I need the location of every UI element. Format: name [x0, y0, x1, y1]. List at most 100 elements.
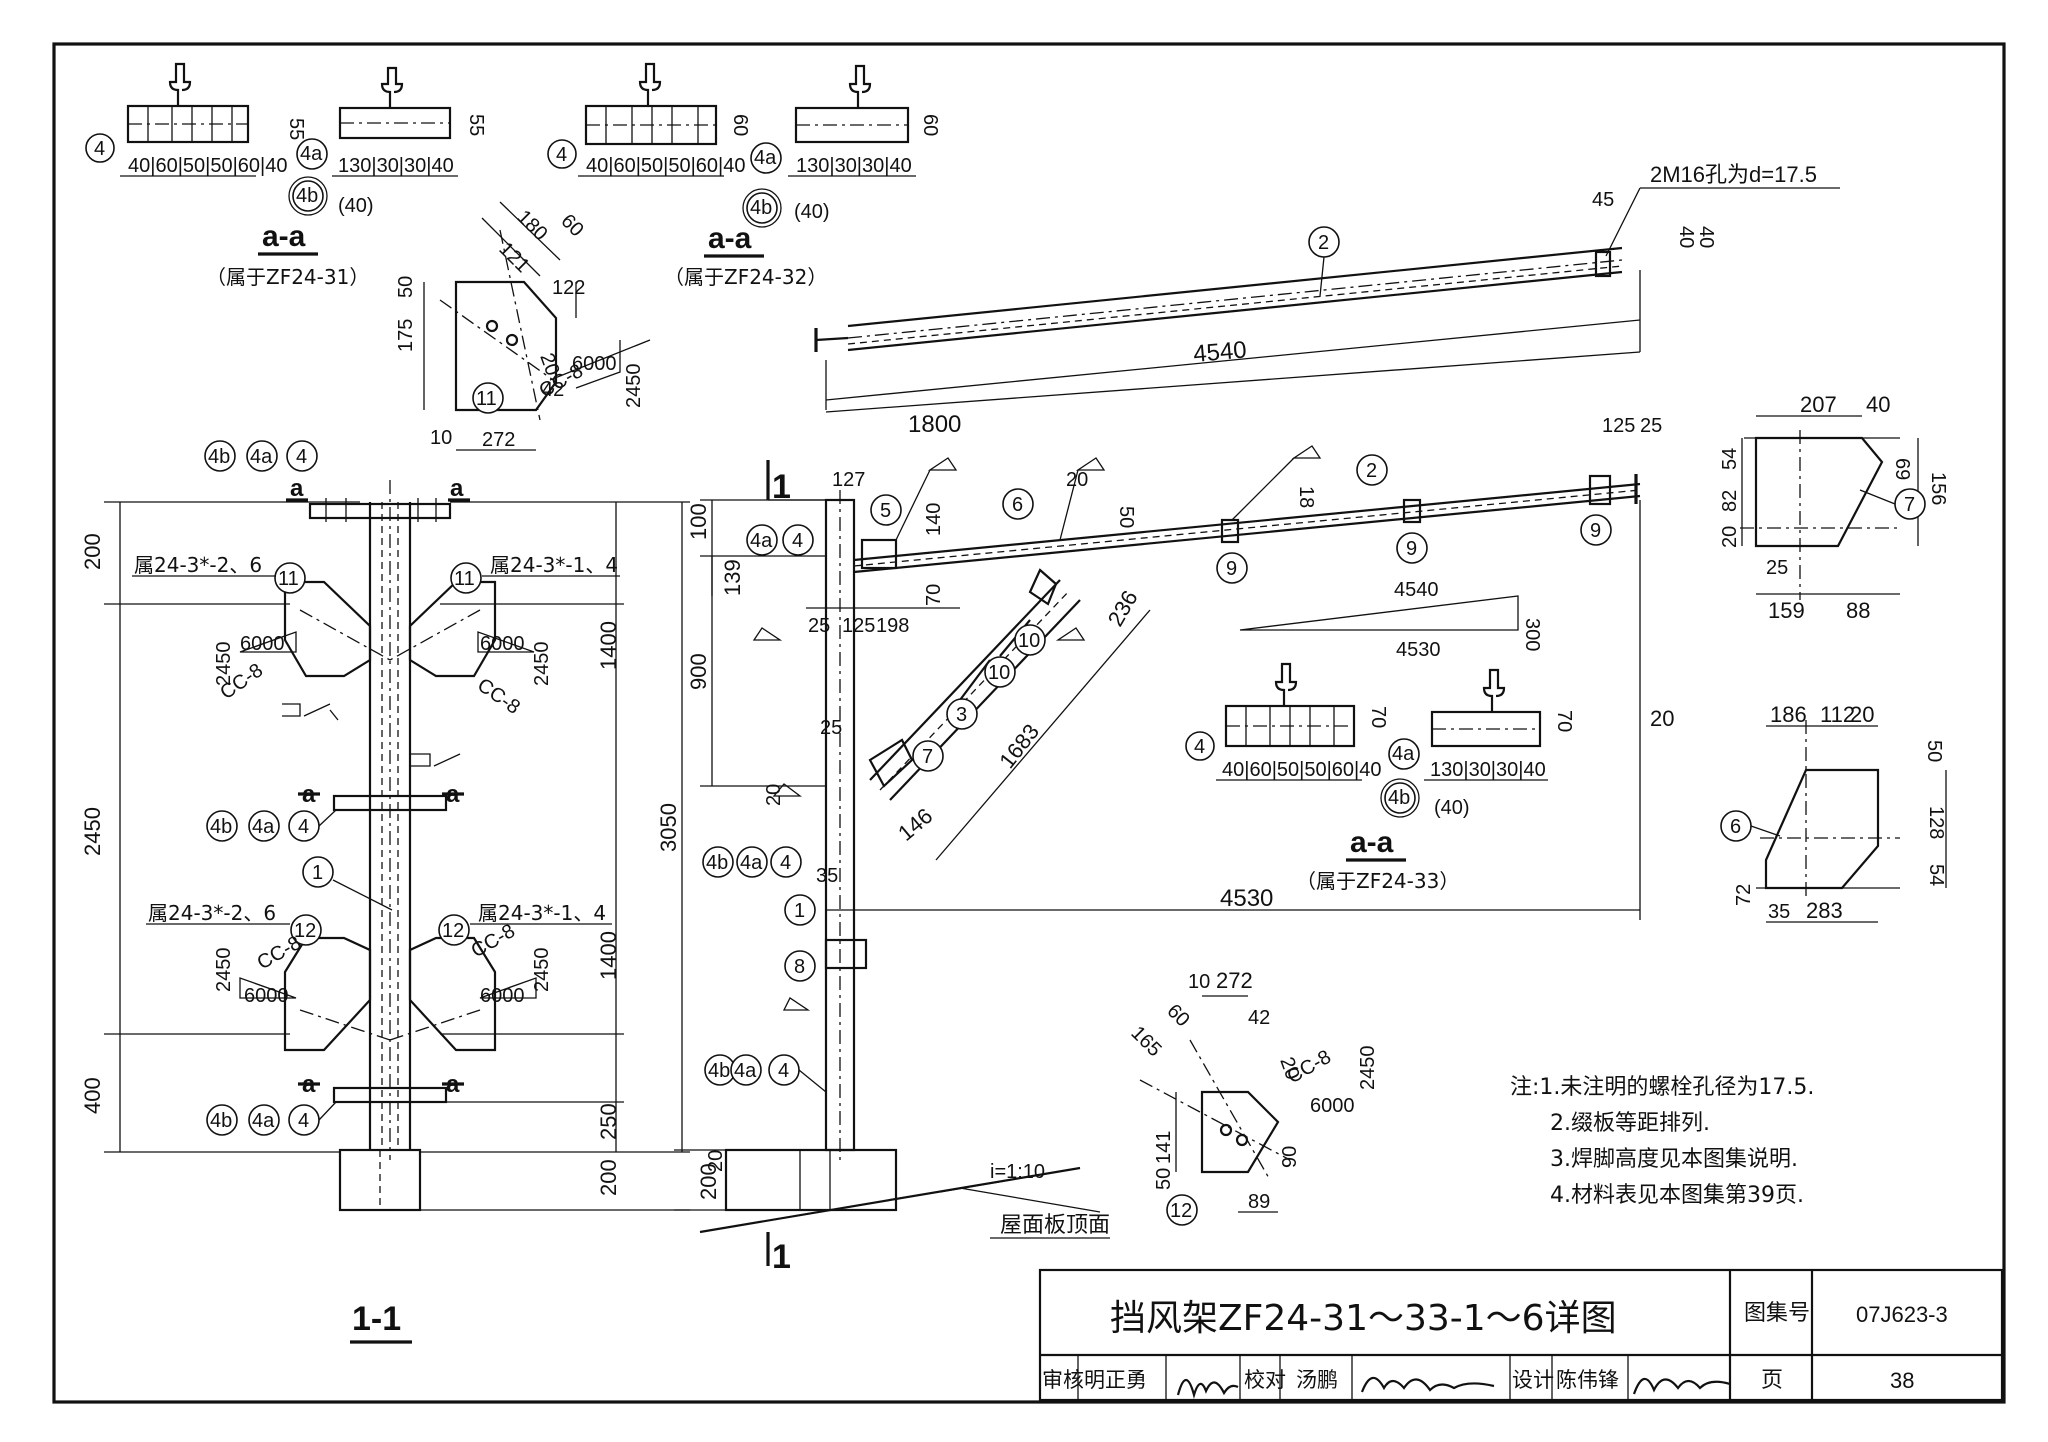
- svg-text:4b: 4b: [208, 446, 230, 468]
- svg-text:4a: 4a: [1392, 743, 1415, 765]
- svg-text:2450: 2450: [623, 364, 645, 409]
- svg-text:125: 125: [1602, 415, 1635, 437]
- plate-6-detail: 186 112 20 50 128 54 72 35 283 6: [1720, 702, 1947, 923]
- svg-text:283: 283: [1806, 898, 1843, 923]
- section-aa-zf24-31: 40|60|50|50|60|40 55 4 130|30|30|40 55 4…: [85, 62, 487, 289]
- svg-text:9: 9: [1590, 520, 1601, 542]
- svg-text:60: 60: [919, 114, 941, 136]
- note-3: 3.焊脚高度见本图集说明.: [1550, 1147, 1798, 1172]
- svg-text:1: 1: [772, 1238, 791, 1276]
- svg-text:属24-3*-1、4: 属24-3*-1、4: [490, 553, 618, 577]
- rafter-detail: 4540 2 45 2M16孔为d=17.5 40 40: [814, 162, 1840, 410]
- svg-text:140: 140: [923, 503, 945, 536]
- svg-text:a: a: [290, 475, 304, 502]
- svg-text:200: 200: [696, 1163, 721, 1200]
- svg-text:4b: 4b: [708, 1060, 730, 1082]
- svg-text:54: 54: [1719, 448, 1741, 470]
- plate-11-detail: 180 60 121 122 175 50 20 6000 CC-8 2450 …: [395, 201, 651, 451]
- svg-text:4: 4: [296, 446, 307, 468]
- svg-text:70: 70: [923, 584, 945, 606]
- review-name: 明正勇: [1084, 1368, 1147, 1392]
- svg-text:250: 250: [596, 1103, 621, 1140]
- svg-text:11: 11: [476, 388, 497, 410]
- svg-text:CC-8: CC-8: [473, 674, 524, 719]
- note-4: 4.材料表见本图集第39页.: [1550, 1183, 1804, 1208]
- plate-12-detail: 10 272 42 165 60 20 CC-8 6000 2450 141 5…: [1126, 968, 1379, 1226]
- svg-text:(40): (40): [1434, 797, 1470, 819]
- svg-text:4b: 4b: [1388, 787, 1410, 809]
- svg-text:175: 175: [395, 319, 417, 352]
- notes: 注:1.未注明的螺栓孔径为17.5. 2.缀板等距排列. 3.焊脚高度见本图集说…: [1510, 1075, 1814, 1208]
- svg-text:10: 10: [430, 427, 452, 449]
- svg-text:4a: 4a: [740, 852, 763, 874]
- svg-text:9: 9: [1406, 538, 1417, 560]
- svg-text:4b: 4b: [296, 185, 318, 207]
- svg-text:属24-3*-1、4: 属24-3*-1、4: [478, 901, 606, 925]
- svg-text:20: 20: [705, 1150, 727, 1172]
- svg-text:25: 25: [1766, 557, 1788, 579]
- design-label: 设计: [1512, 1368, 1554, 1392]
- svg-text:CC-8: CC-8: [1284, 1046, 1335, 1088]
- svg-text:2M16孔为d=17.5: 2M16孔为d=17.5: [1650, 162, 1817, 187]
- svg-text:属24-3*-2、6: 属24-3*-2、6: [148, 901, 276, 925]
- svg-text:50: 50: [1115, 506, 1137, 528]
- svg-text:4530: 4530: [1220, 885, 1273, 912]
- svg-text:20: 20: [1850, 702, 1874, 727]
- svg-text:165: 165: [1126, 1022, 1165, 1061]
- svg-text:4: 4: [792, 530, 803, 552]
- svg-text:200: 200: [596, 1159, 621, 1196]
- svg-text:4a: 4a: [250, 446, 273, 468]
- svg-text:35: 35: [816, 865, 838, 887]
- svg-text:4a: 4a: [754, 147, 777, 169]
- svg-text:40|60|50|50|60|40: 40|60|50|50|60|40: [586, 155, 745, 177]
- svg-text:207: 207: [1800, 392, 1837, 417]
- svg-text:20: 20: [1066, 469, 1088, 491]
- svg-text:2: 2: [1366, 460, 1377, 482]
- svg-text:156: 156: [1927, 472, 1949, 505]
- svg-text:4a: 4a: [252, 1110, 275, 1132]
- svg-text:35: 35: [1768, 901, 1790, 923]
- svg-text:69: 69: [1891, 458, 1913, 480]
- svg-text:2450: 2450: [531, 642, 553, 687]
- svg-text:11: 11: [278, 568, 299, 590]
- svg-text:50: 50: [1153, 1168, 1175, 1190]
- svg-text:272: 272: [482, 429, 515, 451]
- svg-text:属24-3*-2、6: 属24-3*-2、6: [134, 553, 262, 577]
- sheet-title: 挡风架ZF24-31～33-1～6详图: [1110, 1298, 1617, 1339]
- svg-text:6000: 6000: [480, 633, 525, 655]
- section-aa-zf24-33: 40|60|50|50|60|40 70 4 130|30|30|40 70 4…: [1185, 662, 1575, 893]
- svg-text:1: 1: [772, 468, 791, 506]
- section-aa-caption: （属于ZF24-31）: [206, 265, 369, 289]
- svg-text:2: 2: [1318, 232, 1329, 254]
- svg-text:1683: 1683: [994, 719, 1044, 773]
- title-block: 挡风架ZF24-31～33-1～6详图 图集号 07J623-3 页 38 审核…: [1038, 1268, 2004, 1402]
- svg-text:18: 18: [1295, 486, 1317, 508]
- svg-text:4: 4: [556, 144, 567, 166]
- svg-text:40|60|50|50|60|40: 40|60|50|50|60|40: [1222, 759, 1381, 781]
- svg-text:3050: 3050: [656, 803, 681, 852]
- svg-text:122: 122: [552, 277, 585, 299]
- svg-text:6: 6: [1012, 494, 1023, 516]
- check-name: 汤鹏: [1296, 1368, 1338, 1392]
- svg-text:10: 10: [1018, 630, 1040, 652]
- svg-text:6000: 6000: [1310, 1095, 1355, 1117]
- svg-text:88: 88: [1846, 598, 1870, 623]
- svg-text:(40): (40): [794, 201, 830, 223]
- svg-text:236: 236: [1103, 586, 1143, 630]
- svg-text:70: 70: [1367, 706, 1389, 728]
- svg-text:CC-8: CC-8: [254, 932, 305, 974]
- plate-7-detail: 207 40 54 82 20 69 156 25 159 88 7: [1719, 392, 1949, 623]
- svg-text:3: 3: [956, 704, 967, 726]
- dim-h-left: 55: [285, 118, 307, 140]
- svg-text:7: 7: [922, 746, 933, 768]
- svg-text:186: 186: [1770, 702, 1807, 727]
- design-signature: [1632, 1377, 1731, 1395]
- svg-text:4a: 4a: [750, 530, 773, 552]
- svg-text:1: 1: [312, 862, 323, 884]
- atlas-number: 07J623-3: [1856, 1302, 1948, 1327]
- svg-text:89: 89: [1248, 1191, 1270, 1213]
- check-signature: [1360, 1376, 1495, 1393]
- mark-4: [85, 133, 115, 163]
- svg-text:4530: 4530: [1396, 639, 1441, 661]
- svg-text:11: 11: [454, 568, 475, 590]
